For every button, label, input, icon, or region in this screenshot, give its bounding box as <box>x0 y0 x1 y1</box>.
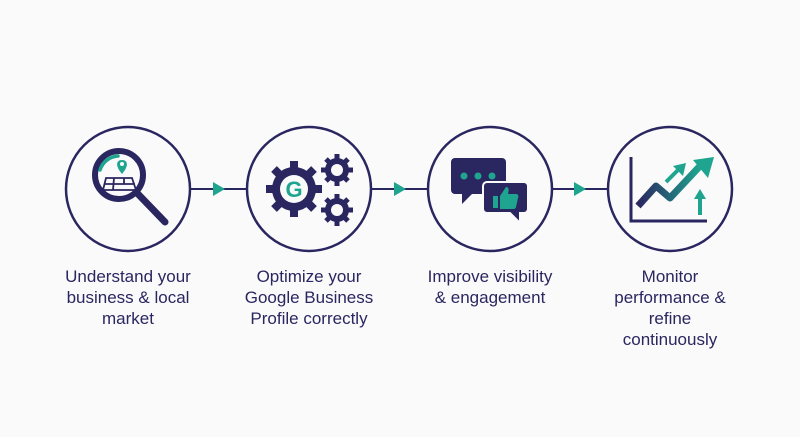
label-line: & engagement <box>434 288 546 307</box>
label-line: Monitor <box>641 267 699 286</box>
label-line: Understand your <box>65 267 191 286</box>
connector-2 <box>371 182 428 196</box>
label-line: Google Business <box>244 288 374 307</box>
google-letter: G <box>285 177 302 202</box>
step-3-circle <box>426 125 554 253</box>
label-line: Profile correctly <box>250 309 368 328</box>
label-line: continuously <box>622 330 718 349</box>
growth-chart-icon <box>629 157 714 223</box>
step-1-label: Understand your business & local market <box>38 266 218 329</box>
step-3-label: Improve visibility & engagement <box>400 266 580 308</box>
gears-google-icon: G <box>266 154 353 226</box>
arrow-icon <box>574 182 586 196</box>
chat-thumbs-up-icon <box>451 158 529 226</box>
step-1-circle <box>64 125 192 253</box>
magnifier-map-icon <box>92 148 169 226</box>
step-2-label: Optimize your Google Business Profile co… <box>219 266 399 329</box>
label-line: Optimize your <box>256 267 362 286</box>
step-4-circle <box>606 125 734 253</box>
label-line: business & local <box>66 288 190 307</box>
label-line: performance & <box>614 288 726 307</box>
connector-1 <box>190 182 247 196</box>
step-2-circle <box>245 125 373 253</box>
label-line: market <box>102 309 154 328</box>
connector-3 <box>552 182 608 196</box>
label-line: refine <box>648 309 692 328</box>
arrow-icon <box>394 182 406 196</box>
arrow-icon <box>213 182 225 196</box>
label-line: Improve visibility <box>427 267 553 286</box>
step-4-label: Monitor performance & refine continuousl… <box>580 266 760 350</box>
